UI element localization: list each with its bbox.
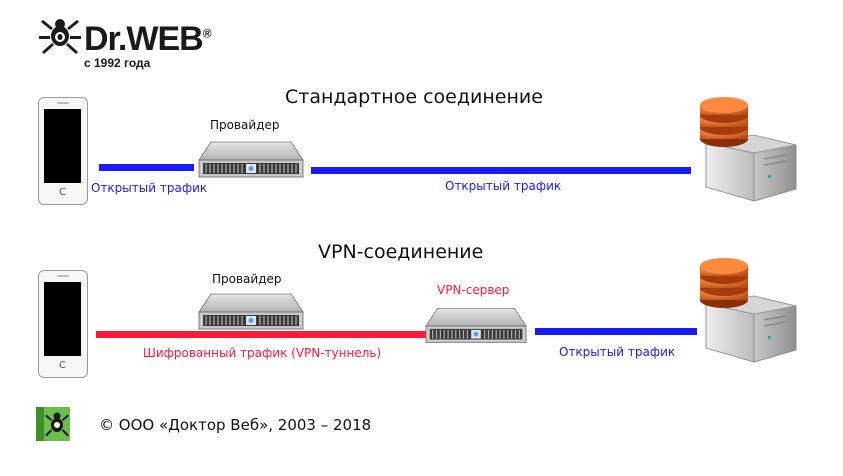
vpn-server-label: VPN-сервер: [437, 283, 510, 297]
copyright-text: © ООО «Доктор Веб», 2003 – 2018: [99, 416, 372, 434]
brand-name: Dr.WEB®: [84, 20, 212, 58]
provider-label: Провайдер: [212, 272, 282, 286]
network-appliance-icon: [198, 141, 304, 178]
traffic-label: Открытый трафик: [559, 345, 676, 359]
traffic-label: Открытый трафик: [91, 181, 208, 195]
encrypted-traffic-line: [96, 331, 426, 338]
spider-logo-icon: [39, 19, 81, 54]
network-appliance-icon: [425, 308, 527, 343]
standard-title: Стандартное соединение: [285, 86, 543, 108]
provider-label: Провайдер: [210, 118, 280, 132]
smartphone-icon: C: [38, 97, 88, 205]
tunnel-label: Шифрованный трафик (VPN-туннель): [143, 346, 382, 360]
open-traffic-line: [311, 167, 691, 174]
drweb-badge-icon: [36, 407, 70, 441]
brand-tagline: с 1992 года: [84, 56, 151, 70]
smartphone-icon: C: [38, 270, 88, 378]
traffic-label: Открытый трафик: [445, 179, 562, 193]
open-traffic-line: [99, 164, 194, 171]
vpn-title: VPN-соединение: [318, 241, 484, 263]
open-traffic-line: [535, 328, 697, 335]
network-appliance-icon: [198, 293, 304, 330]
database-server-icon: [700, 97, 797, 202]
database-server-icon: [700, 258, 797, 363]
